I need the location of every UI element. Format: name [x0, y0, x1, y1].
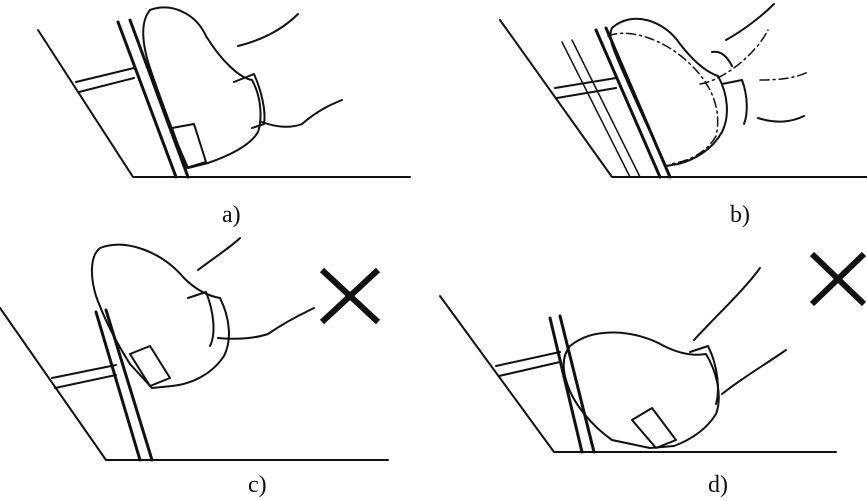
foot-ghost-position	[607, 29, 809, 165]
panel-b: b)	[499, 3, 867, 228]
panel-a: a)	[37, 6, 411, 228]
foot	[562, 267, 787, 449]
foot	[90, 237, 315, 389]
foot	[142, 6, 343, 169]
pedal-ghost-position	[561, 39, 641, 178]
foot	[609, 3, 805, 167]
cross-icon	[319, 267, 381, 325]
pedal-assembly	[499, 19, 867, 179]
panel-label: d)	[708, 472, 728, 498]
pedal-assembly	[439, 295, 837, 454]
panel-label: a)	[222, 202, 241, 228]
pedal-assembly	[0, 307, 389, 462]
panel-c: c)	[0, 237, 389, 498]
panel-label: c)	[248, 472, 267, 498]
panel-d: d)	[439, 251, 867, 498]
panel-label: b)	[730, 202, 750, 228]
pedal-assembly	[37, 18, 411, 179]
cross-icon	[809, 251, 867, 307]
